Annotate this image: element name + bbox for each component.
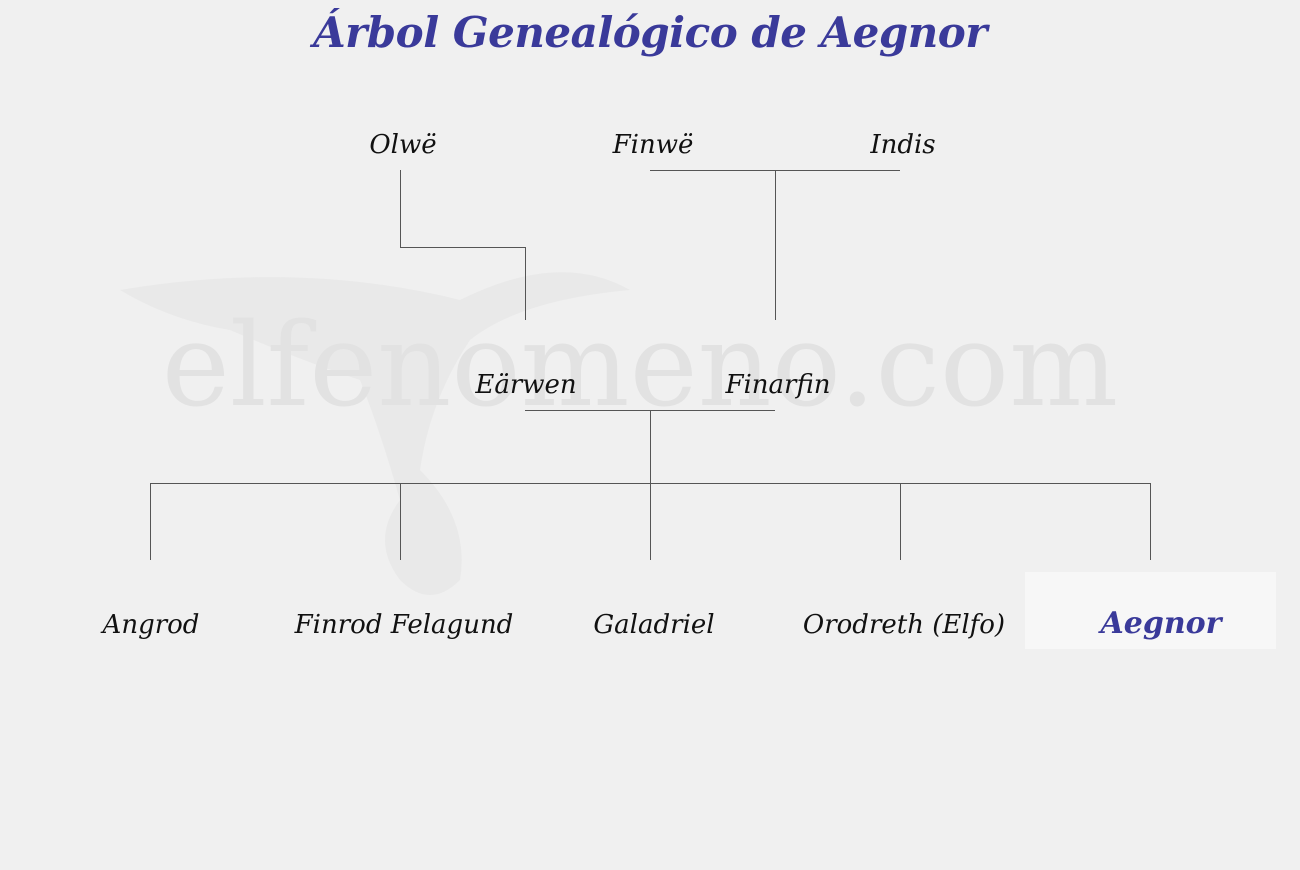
person-olwe[interactable]: Olwë [369,130,437,160]
person-angrod[interactable]: Angrod [102,610,200,640]
person-orodreth[interactable]: Orodreth (Elfo) [802,610,1006,640]
person-galadriel[interactable]: Galadriel [593,610,715,640]
person-finrod[interactable]: Finrod Felagund [294,610,514,640]
person-indis[interactable]: Indis [870,130,936,160]
current-person-highlight [1025,572,1276,649]
page-title: Árbol Genealógico de Aegnor [313,8,987,57]
person-finarfin[interactable]: Finarfin [725,370,831,400]
person-earwen[interactable]: Eärwen [475,370,577,400]
person-finwe[interactable]: Finwë [612,130,694,160]
person-aegnor[interactable]: Aegnor [1100,606,1222,641]
